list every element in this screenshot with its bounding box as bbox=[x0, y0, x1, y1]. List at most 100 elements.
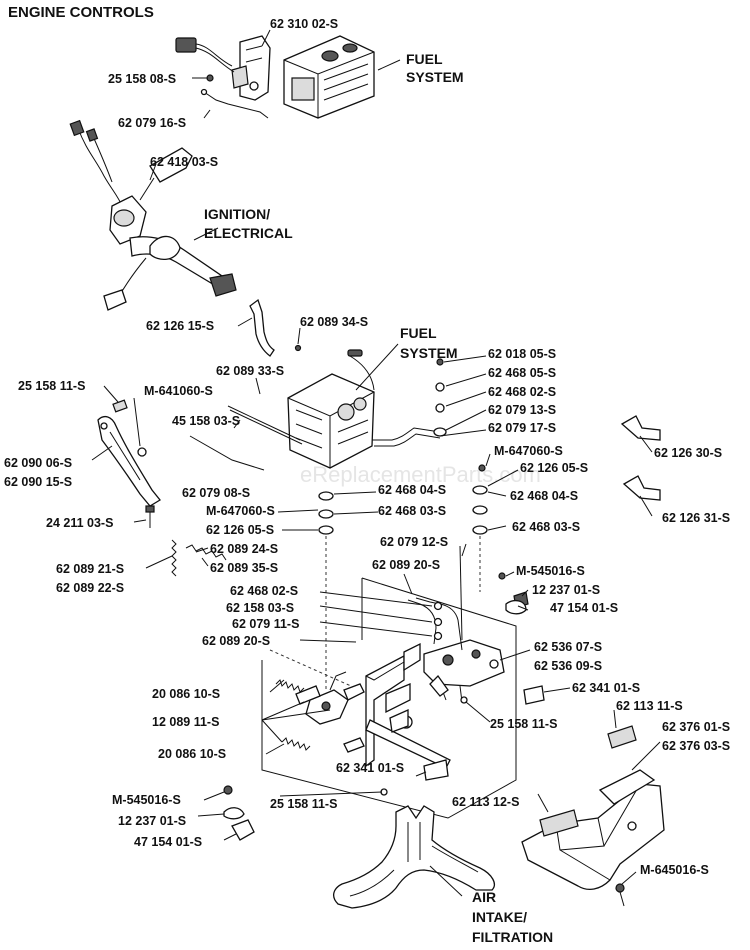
wiring-connector-icon bbox=[175, 37, 235, 73]
clip-icon bbox=[223, 807, 245, 820]
washer-icon bbox=[318, 525, 334, 535]
part-label: 62 089 20-S bbox=[202, 634, 270, 648]
washer-icon bbox=[433, 601, 443, 611]
screw-icon bbox=[460, 696, 468, 704]
part-label: M-647060-S bbox=[494, 444, 563, 458]
part-label: 62 089 35-S bbox=[210, 561, 278, 575]
part-label: 25 158 11-S bbox=[18, 379, 85, 393]
part-label: 62 376 03-S bbox=[662, 739, 730, 753]
part-label: 62 468 02-S bbox=[230, 584, 298, 598]
clip-icon bbox=[505, 599, 527, 615]
washer-icon bbox=[472, 485, 488, 495]
part-label: 62 536 09-S bbox=[534, 659, 602, 673]
carburetor-top-icon bbox=[283, 35, 375, 119]
part-label: 62 536 07-S bbox=[534, 640, 602, 654]
clip-icon bbox=[523, 685, 545, 705]
section-ignition-electrical: IGNITION/ ELECTRICAL bbox=[204, 206, 293, 241]
part-label: 62 126 30-S bbox=[654, 446, 722, 460]
air-intake-manifold-icon bbox=[332, 805, 495, 909]
washer-icon bbox=[472, 525, 488, 535]
part-label: 62 079 13-S bbox=[488, 403, 556, 417]
part-label: 24 211 03-S bbox=[46, 516, 113, 530]
part-label: 20 086 10-S bbox=[158, 747, 226, 761]
part-label: 47 154 01-S bbox=[550, 601, 618, 615]
washer-icon bbox=[435, 403, 445, 413]
bracket-62-126-31-icon bbox=[622, 475, 661, 501]
section-air-intake: AIR INTAKE/ FILTRATION bbox=[472, 889, 553, 945]
gasket-icon bbox=[539, 809, 579, 837]
part-label: 62 079 11-S bbox=[232, 617, 299, 631]
bracket-62-126-30-icon bbox=[620, 415, 661, 441]
part-label: 62 468 04-S bbox=[510, 489, 578, 503]
spring-icon bbox=[281, 737, 311, 751]
lever-assembly-icon bbox=[295, 671, 365, 725]
part-label: 62 126 31-S bbox=[662, 511, 730, 525]
washer-icon bbox=[433, 617, 443, 627]
part-label: 62 468 05-S bbox=[488, 366, 556, 380]
ignition-module-icon bbox=[69, 119, 237, 311]
spring-icon bbox=[275, 679, 305, 693]
part-label: 25 158 11-S bbox=[490, 717, 557, 731]
part-label: 62 090 15-S bbox=[4, 475, 72, 489]
part-label: M-545016-S bbox=[112, 793, 181, 807]
clip-icon bbox=[423, 759, 449, 781]
part-label: 62 018 05-S bbox=[488, 347, 556, 361]
part-label: 62 089 34-S bbox=[300, 315, 368, 329]
part-label: 62 090 06-S bbox=[4, 456, 72, 470]
part-label: 25 158 11-S bbox=[270, 797, 337, 811]
part-label: 62 158 03-S bbox=[226, 601, 294, 615]
part-label: 62 468 02-S bbox=[488, 385, 556, 399]
part-label: 25 158 08-S bbox=[108, 72, 176, 86]
washer-icon bbox=[435, 382, 445, 392]
part-label: M-645016-S bbox=[640, 863, 709, 877]
clip-icon bbox=[294, 344, 302, 352]
governor-control-assembly-icon bbox=[423, 639, 505, 703]
part-label: 62 126 15-S bbox=[146, 319, 214, 333]
washer-icon bbox=[137, 447, 147, 457]
part-label: M-641060-S bbox=[144, 384, 213, 398]
part-label: 62 089 24-S bbox=[210, 542, 278, 556]
washer-icon bbox=[318, 491, 334, 501]
screw-icon bbox=[498, 572, 506, 580]
part-label: 62 310 02-S bbox=[270, 17, 338, 31]
part-label: 62 089 20-S bbox=[372, 558, 440, 572]
screw-icon bbox=[615, 883, 625, 907]
washer-icon bbox=[433, 427, 447, 437]
part-label: 62 079 17-S bbox=[488, 421, 556, 435]
throttle-link-bracket bbox=[249, 298, 275, 357]
section-fuel-system-top: FUEL SYSTEM bbox=[406, 51, 464, 85]
choke-rod bbox=[189, 435, 265, 471]
part-label: 12 089 11-S bbox=[152, 715, 219, 729]
part-label: 62 079 16-S bbox=[118, 116, 186, 130]
part-label: 47 154 01-S bbox=[134, 835, 202, 849]
leader-lines bbox=[91, 29, 661, 897]
gasket-icon bbox=[607, 725, 637, 749]
section-fuel-system-mid: FUEL SYSTEM bbox=[400, 325, 458, 361]
diagram-title: ENGINE CONTROLS bbox=[8, 4, 154, 21]
part-label: 62 376 01-S bbox=[662, 720, 730, 734]
part-label: 62 341 01-S bbox=[572, 681, 640, 695]
clip-icon bbox=[112, 399, 128, 413]
part-label: 12 237 01-S bbox=[532, 583, 600, 597]
part-label: 62 418 03-S bbox=[150, 155, 218, 169]
part-label: 62 089 22-S bbox=[56, 581, 124, 595]
throttle-rod bbox=[227, 405, 303, 445]
carburetor-mid-icon bbox=[287, 349, 441, 469]
part-label: 62 468 03-S bbox=[378, 504, 446, 518]
part-label: 62 113 11-S bbox=[616, 699, 683, 713]
governor-link-rod bbox=[459, 545, 463, 641]
part-label: 62 089 21-S bbox=[56, 562, 124, 576]
air-cleaner-base-icon bbox=[521, 769, 665, 891]
washer-icon bbox=[318, 509, 334, 519]
part-label: 62 079 12-S bbox=[380, 535, 448, 549]
nut-icon bbox=[478, 464, 486, 472]
bracket-icon bbox=[343, 737, 365, 753]
part-label: 62 126 05-S bbox=[206, 523, 274, 537]
watermark: eReplacementParts.com bbox=[300, 462, 541, 487]
part-label: 12 237 01-S bbox=[118, 814, 186, 828]
throttle-lever-icon bbox=[97, 415, 161, 507]
part-labels: 62 310 02-S 25 158 08-S 62 079 16-S 62 4… bbox=[4, 17, 730, 877]
spring-icon bbox=[171, 539, 177, 577]
part-label: 45 158 03-S bbox=[172, 414, 240, 428]
